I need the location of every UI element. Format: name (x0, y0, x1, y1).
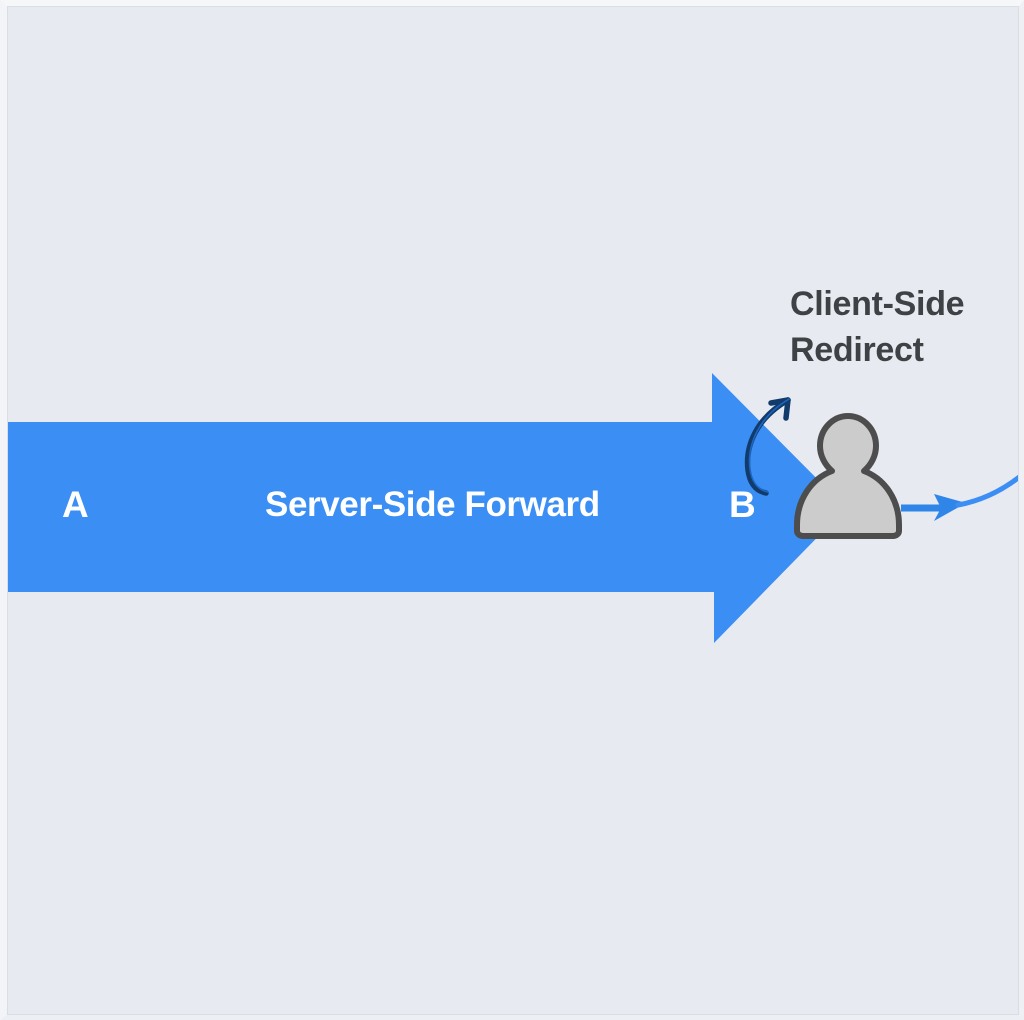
curved-redirect-arrow (744, 397, 791, 496)
node-label-a: A (62, 484, 89, 525)
right-arrow-shape (0, 373, 846, 643)
user-icon (794, 413, 902, 539)
node-label-b: B (729, 484, 756, 525)
client-side-redirect-line1: Client-Side (790, 285, 965, 323)
outgoing-curve-arrow (901, 469, 1024, 521)
client-side-redirect-line2: Redirect (790, 331, 924, 369)
server-side-forward-label: Server-Side Forward (265, 485, 600, 524)
